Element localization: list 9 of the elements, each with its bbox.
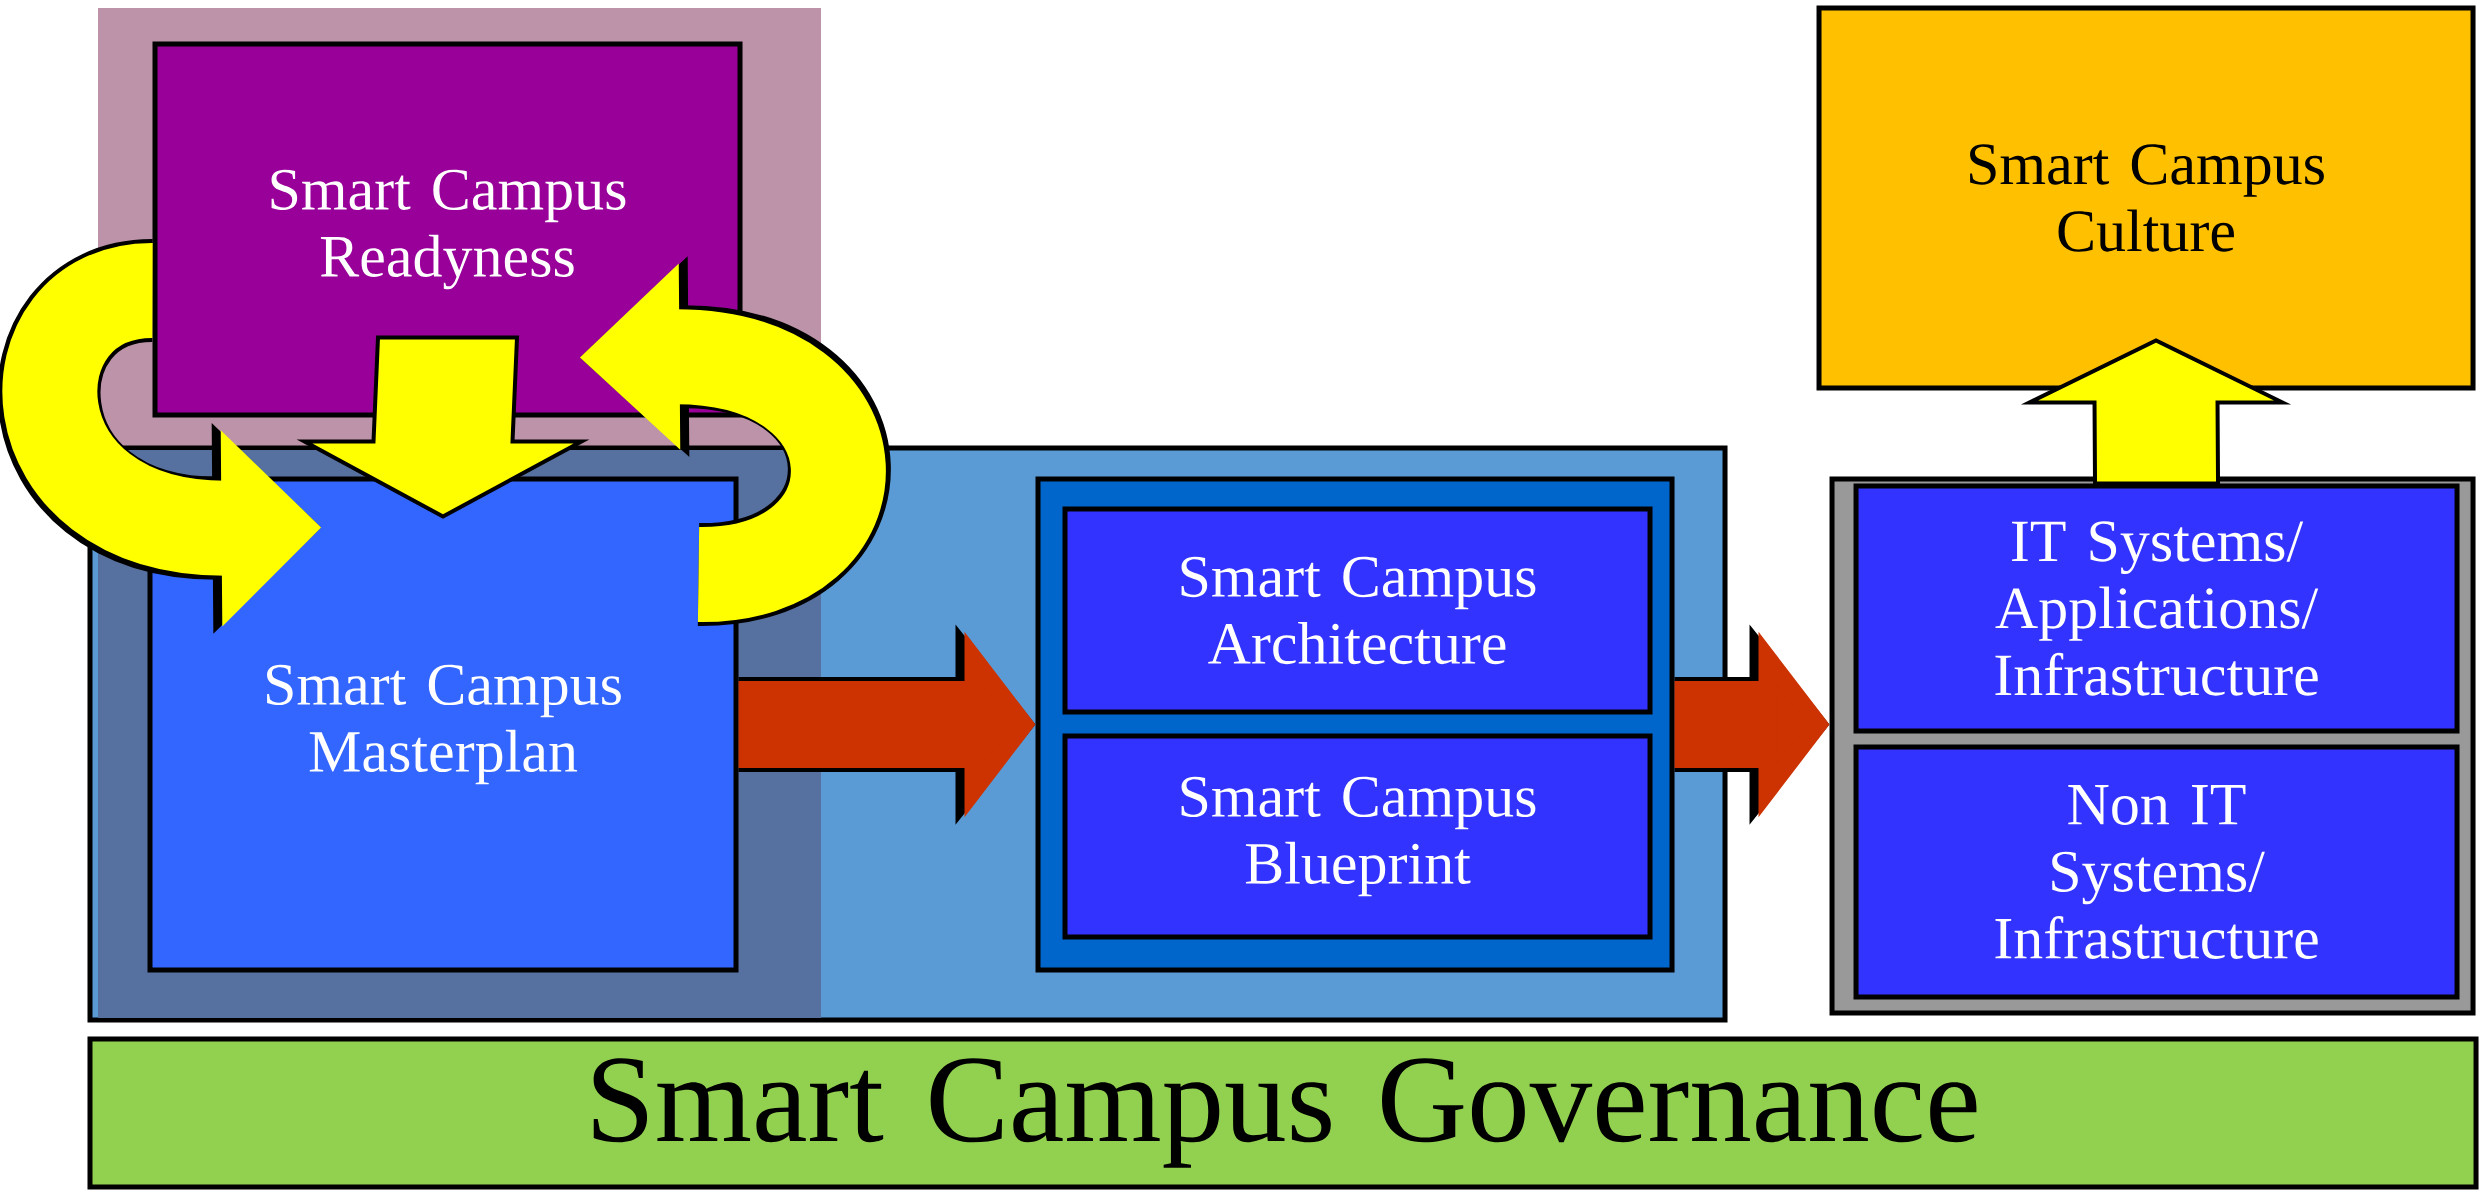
process-box: IT Systems/ Applications/ Infrastructure <box>1853 483 2460 734</box>
process-box: Non IT Systems/ Infrastructure <box>1853 744 2460 1000</box>
process-box: Smart Campus Masterplan <box>147 476 739 973</box>
block-arrow <box>296 335 590 519</box>
process-box: Smart Campus Architecture <box>1062 506 1653 715</box>
banner-box: Smart Campus Governance <box>87 1036 2479 1190</box>
process-box: Smart Campus Culture <box>1816 5 2476 391</box>
process-box: Smart Campus Blueprint <box>1062 733 1653 940</box>
block-arrow <box>2020 338 2292 486</box>
